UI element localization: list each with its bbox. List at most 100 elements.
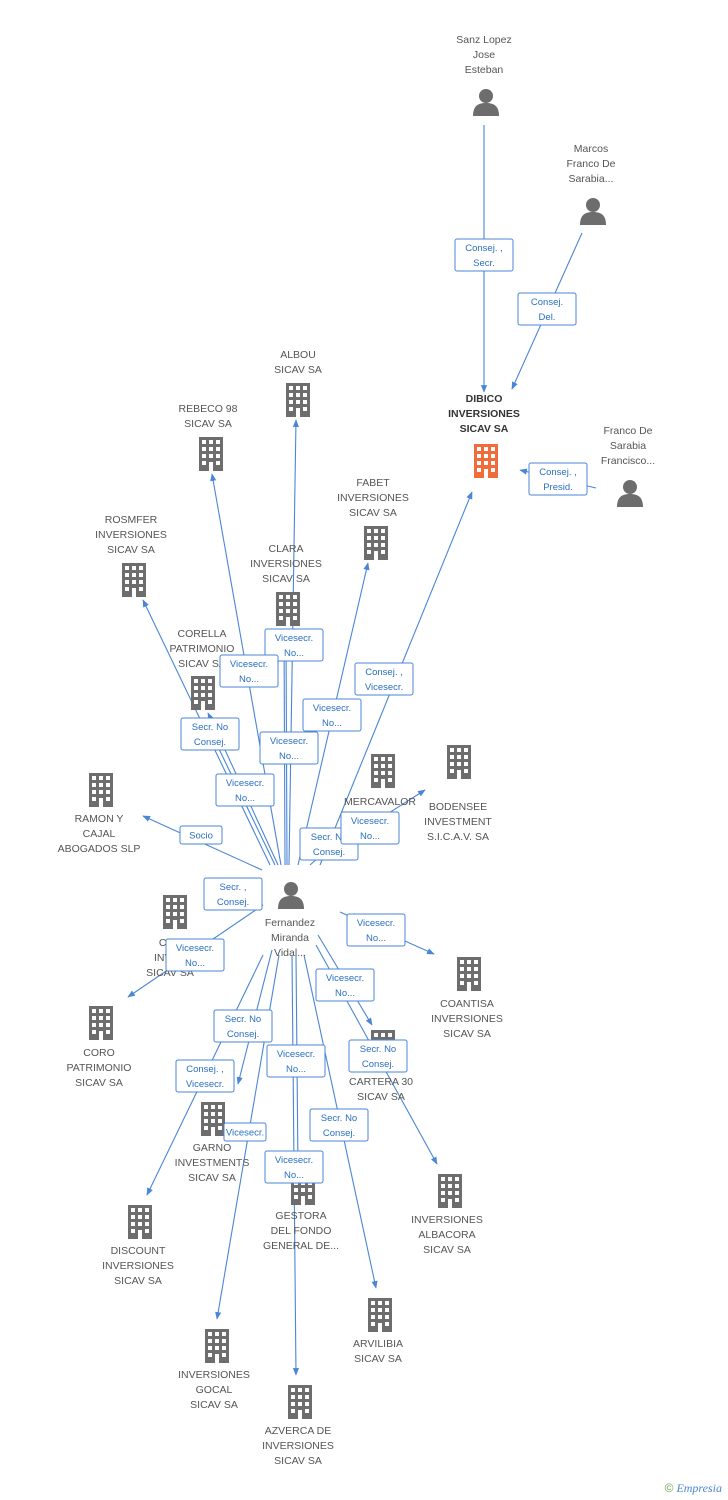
edge-label-text: Consej. xyxy=(194,737,226,748)
node-label: ABOGADOS SLP xyxy=(58,843,141,855)
edge-label-text: No... xyxy=(335,988,355,999)
edge-label-text: Vicesecr. xyxy=(226,778,264,789)
edge-label-text: Consej. , xyxy=(539,467,577,478)
edge-label-box xyxy=(264,1150,324,1184)
node-label: ARVILIBIA xyxy=(353,1338,403,1350)
edge-label-franco-dibico[interactable]: Consej. , Presid. xyxy=(528,462,588,496)
node-label: SICAV SA xyxy=(188,1172,236,1184)
edge-label-text: Secr. No xyxy=(225,1014,261,1025)
building-icon xyxy=(191,676,215,710)
edge-label-fernandez-azverca[interactable]: Vicesecr.No... xyxy=(264,1150,324,1184)
node-label: GOCAL xyxy=(196,1384,233,1396)
edge-label-box xyxy=(454,238,514,272)
edge-label-text: Vicesecr. xyxy=(313,703,351,714)
edge-label-text: Vicesecr. xyxy=(275,1155,313,1166)
edge-label-box xyxy=(223,1122,267,1142)
edge-label-box xyxy=(215,773,275,807)
edge-label-text: Secr. , xyxy=(220,882,247,893)
building-icon xyxy=(199,437,223,471)
edge-label-fernandez-albou[interactable]: Vicesecr.No... xyxy=(264,628,324,662)
node-label: INVESTMENTS xyxy=(175,1157,250,1169)
node-label: INVERSIONES xyxy=(178,1369,250,1381)
node-fernandez[interactable]: FernandezMirandaVidal... xyxy=(265,882,315,959)
edge-label-text: Vicesecr. xyxy=(277,1049,315,1060)
person-icon xyxy=(580,198,606,225)
edge-label-text: Secr. No xyxy=(192,722,228,733)
edge-label-fernandez-cartera[interactable]: Vicesecr.No... xyxy=(315,968,375,1002)
edge-label-text: Vicesecr. xyxy=(365,682,403,693)
node-label: SICAV SA xyxy=(75,1077,123,1089)
edge-label-fernandez-clara[interactable]: Vicesecr.No... xyxy=(259,731,319,765)
edge-label-fernandez-corella[interactable]: Secr. No Consej. xyxy=(180,717,240,751)
node-label: SICAV SA xyxy=(274,364,322,376)
node-label: INVERSIONES xyxy=(95,529,167,541)
node-label: Esteban xyxy=(465,64,504,76)
node-label: INVERSIONES xyxy=(337,492,409,504)
edge-label-text: Secr. No xyxy=(360,1044,396,1055)
edge-label-text: No... xyxy=(235,793,255,804)
node-label: SICAV SA xyxy=(107,544,155,556)
edge-label-text: Consej. xyxy=(531,297,563,308)
edge-label-fernandez-rosmfer[interactable]: Vicesecr. No... xyxy=(215,773,275,807)
node-label: Franco De xyxy=(603,425,652,437)
edge-label-fernandez-dibico[interactable]: Consej. ,Vicesecr. xyxy=(354,662,414,696)
edge-label-text: Consej. xyxy=(323,1128,355,1139)
edge-label-fernandez-discount[interactable]: Consej. ,Vicesecr. xyxy=(175,1059,235,1093)
edge-label-box xyxy=(203,877,263,911)
edge-label-fernandez-coro[interactable]: Vicesecr.No... xyxy=(165,938,225,972)
node-label: BODENSEE xyxy=(429,801,487,813)
node-label: SICAV SA xyxy=(349,507,397,519)
edge-label-box xyxy=(165,938,225,972)
edge-label-marcos-dibico[interactable]: Consej.Del. xyxy=(517,292,577,326)
edge-label-fernandez-rebeco[interactable]: Vicesecr.No... xyxy=(219,654,279,688)
node-label: SICAV SA xyxy=(274,1455,322,1467)
node-label: GESTORA xyxy=(275,1210,326,1222)
edge-label-box xyxy=(302,698,362,732)
edge-label-fernandez-gestora[interactable]: Vicesecr.No... xyxy=(266,1044,326,1078)
building-icon xyxy=(122,563,146,597)
edge-label-fernandez-gocal[interactable]: Vicesecr. xyxy=(223,1122,267,1142)
edge-label-sanz-dibico[interactable]: Consej. ,Secr. xyxy=(454,238,514,272)
edge-label-fernandez-bodensee[interactable]: Vicesecr.No... xyxy=(340,811,400,845)
node-label: Sanz Lopez xyxy=(456,34,511,46)
edge-label-fernandez-coantisa[interactable]: Vicesecr.No... xyxy=(346,913,406,947)
node-label: SICAV SA xyxy=(354,1353,402,1365)
edge-label-fernandez-ramon[interactable]: Socio xyxy=(179,825,223,845)
edge-label-fernandez-can[interactable]: Secr. ,Consej. xyxy=(203,877,263,911)
edge-label-box xyxy=(179,825,223,845)
node-franco[interactable]: Franco DeSarabiaFrancisco... xyxy=(601,425,655,507)
edge-label-text: Presid. xyxy=(543,482,573,493)
building-icon xyxy=(128,1205,152,1239)
edge-label-text: Consej. xyxy=(313,847,345,858)
node-label: S.I.C.A.V. SA xyxy=(427,831,489,843)
edge-label-text: Consej. , xyxy=(465,243,503,254)
node-arvilibia[interactable]: ARVILIBIA SICAV SA xyxy=(353,1298,403,1365)
edge-label-box xyxy=(309,1108,369,1142)
edge-label-fernandez-fabet[interactable]: Vicesecr.No... xyxy=(302,698,362,732)
building-icon xyxy=(201,1102,225,1136)
